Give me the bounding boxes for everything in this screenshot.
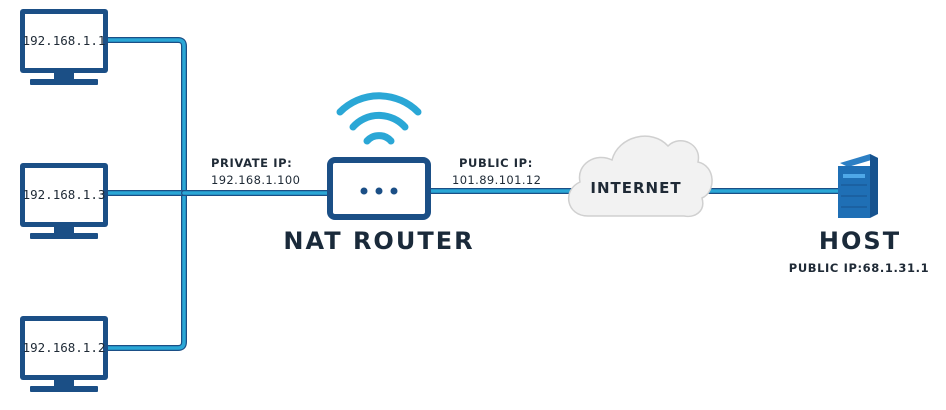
computer-2-ip: 192.168.1.3 <box>23 187 106 202</box>
computer-3: 192.168.1.2 <box>20 316 108 392</box>
lan-links <box>104 37 333 351</box>
monitor-icon <box>20 9 108 85</box>
cloud-icon <box>567 135 713 218</box>
server-icon <box>838 154 878 218</box>
wifi-icon <box>336 92 422 145</box>
monitor-icon <box>20 316 108 392</box>
computer-2: 192.168.1.3 <box>20 163 108 239</box>
public-ip-value: 101.89.101.12 <box>452 173 541 187</box>
computer-1: 192.168.1.1 <box>20 9 108 85</box>
public-ip-label: PUBLIC IP: <box>459 156 533 170</box>
monitor-icon <box>20 163 108 239</box>
router-label: NAT ROUTER <box>283 227 474 255</box>
internet-label: INTERNET <box>590 179 681 197</box>
computer-1-ip: 192.168.1.1 <box>23 33 106 48</box>
computer-3-ip: 192.168.1.2 <box>23 340 106 355</box>
host-public-ip: PUBLIC IP:68.1.31.1 <box>789 261 929 275</box>
host-label: HOST <box>819 227 901 255</box>
private-ip-value: 192.168.1.100 <box>211 173 300 187</box>
router-icon <box>327 157 431 220</box>
private-ip-label: PRIVATE IP: <box>211 156 292 170</box>
